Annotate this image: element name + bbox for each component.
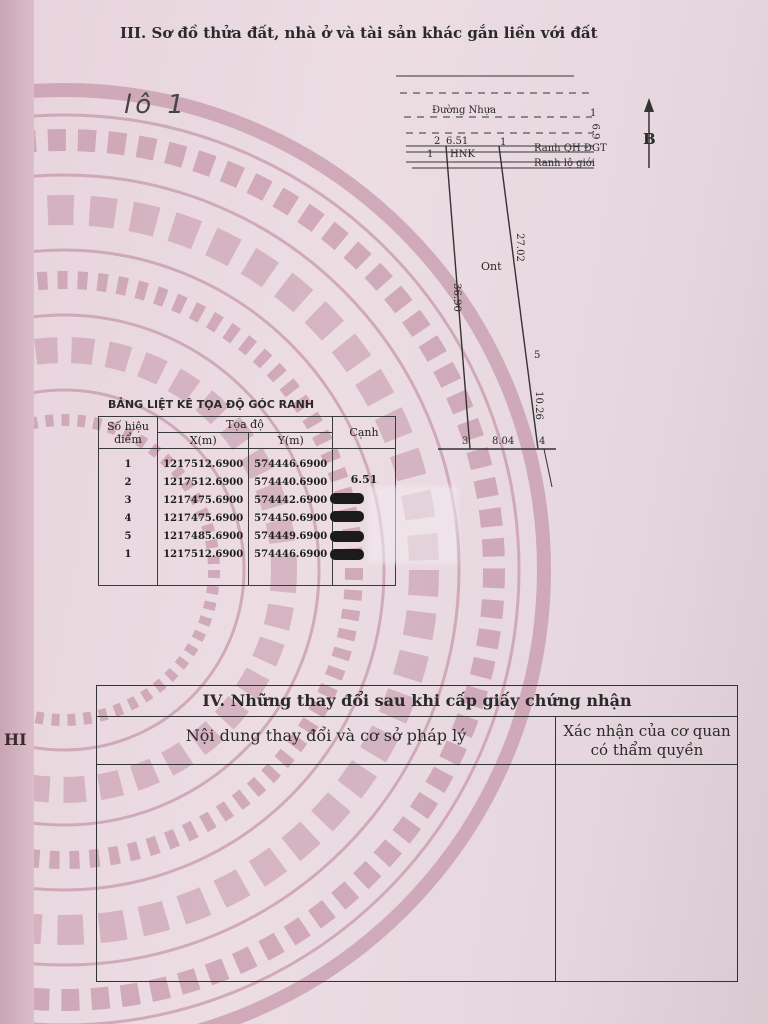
planning-boundary-label: Ranh QH ĐGT bbox=[534, 143, 607, 154]
certificate-page: III. Sơ đồ thửa đất, nhà ở và tài sản kh… bbox=[34, 0, 768, 1024]
land-code-strip: HNK bbox=[450, 149, 475, 160]
north-arrow-icon bbox=[644, 98, 654, 168]
authority-confirm-header: Xác nhận của cơ quan có thẩm quyền bbox=[563, 722, 731, 759]
table-row: 1 1217512.6900 574446.6900 bbox=[98, 448, 396, 473]
coord-table-title: BẢNG LIỆT KÊ TỌA ĐỘ GÓC RANH bbox=[108, 398, 315, 411]
road-boundary-label: Ranh lộ giới bbox=[534, 158, 595, 169]
changes-box: IV. Những thay đổi sau khi cấp giấy chứn… bbox=[96, 685, 738, 982]
redaction-marks bbox=[324, 487, 394, 563]
facing-page-edge: HI bbox=[0, 0, 36, 1024]
point-3-label: 3 bbox=[462, 436, 469, 447]
point-5-label: 5 bbox=[534, 350, 541, 361]
point-1-top-label: 1 bbox=[500, 137, 507, 148]
edge-bottom-label: 8.04 bbox=[492, 436, 515, 447]
facing-page-text: HI bbox=[4, 730, 27, 749]
changes-content-header: Nội dung thay đổi và cơ sở pháp lý bbox=[185, 726, 467, 745]
edge-top-label: 6.51 bbox=[446, 136, 469, 147]
col-coords-header: Tọa độ bbox=[157, 416, 333, 433]
edge-left-label: 36.90 bbox=[450, 283, 462, 312]
point-4-label: 4 bbox=[539, 436, 546, 447]
table-row: 2 1217512.6900 574440.6900 6.51 bbox=[98, 473, 396, 491]
col-x-header: X(m) bbox=[156, 432, 250, 449]
col-y-header: Y(m) bbox=[248, 432, 333, 449]
road-label: Đường Nhựa bbox=[432, 105, 497, 116]
col-edge-header: Cạnh bbox=[332, 416, 396, 449]
road-width-label: 6.9 bbox=[589, 123, 601, 140]
north-label: B bbox=[643, 130, 656, 148]
land-plot-diagram bbox=[396, 75, 594, 488]
point-2-label: 2 bbox=[434, 136, 441, 147]
section-3-title: III. Sơ đồ thửa đất, nhà ở và tài sản kh… bbox=[120, 24, 598, 42]
point-1-label: 1 bbox=[590, 108, 597, 119]
edge-right-lower-label: 10.26 bbox=[532, 391, 544, 420]
point-1-left-label: 1 bbox=[427, 149, 434, 160]
blur-patch bbox=[368, 486, 458, 564]
col-point-header: Số hiệu điểm bbox=[98, 416, 158, 449]
land-code-main: Ont bbox=[481, 260, 502, 273]
edge-right-upper-label: 27.02 bbox=[513, 233, 525, 262]
handwritten-lot-note: lô 1 bbox=[124, 90, 188, 120]
section-4-title: IV. Những thay đổi sau khi cấp giấy chứn… bbox=[97, 686, 737, 717]
